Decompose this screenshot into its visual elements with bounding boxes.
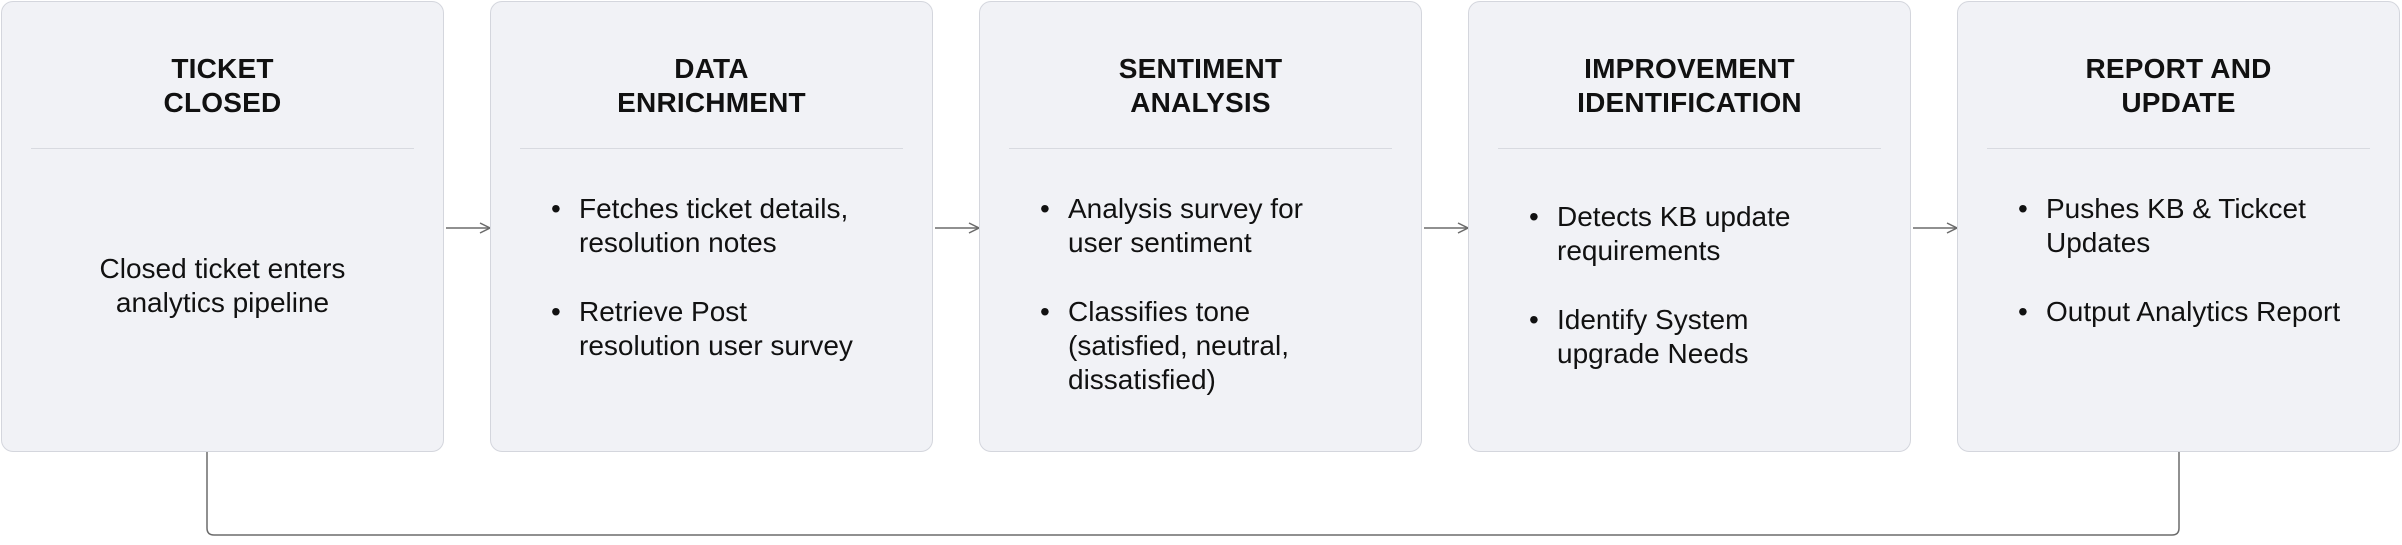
stage-card-data-enrichment: DATA ENRICHMENT Fetches ticket details, … [490, 1, 933, 452]
stage-title: SENTIMENT ANALYSIS [1118, 53, 1283, 118]
stage-description: Closed ticket enters analytics pipeline [99, 253, 346, 318]
stage-card-report-and-update: REPORT AND UPDATE Pushes KB & Tickcet Up… [1957, 1, 2400, 452]
stage-divider [31, 148, 414, 149]
stage-bullet-list: Pushes KB & Tickcet Updates Output Analy… [1958, 192, 2399, 329]
stage-title: REPORT AND UPDATE [2085, 53, 2272, 118]
bullet-item: Detects KB update requirements [1469, 200, 1910, 268]
stage-divider [1009, 148, 1392, 149]
stage-divider [520, 148, 903, 149]
stage-title: IMPROVEMENT IDENTIFICATION [1577, 53, 1802, 118]
bullet-item: Retrieve Post resolution user survey [491, 295, 932, 363]
bullet-item: Identify System upgrade Needs [1469, 303, 1910, 371]
stage-divider [1498, 148, 1881, 149]
stage-card-improvement-identification: IMPROVEMENT IDENTIFICATION Detects KB up… [1468, 1, 1911, 452]
bullet-item: Classifies tone (satisfied, neutral, dis… [980, 295, 1421, 397]
stage-title: TICKET CLOSED [163, 53, 282, 118]
stage-card-ticket-closed: TICKET CLOSED Closed ticket enters analy… [1, 1, 444, 452]
bullet-item: Output Analytics Report [1958, 295, 2399, 329]
stage-bullet-list: Detects KB update requirements Identify … [1469, 200, 1910, 371]
stage-bullet-list: Fetches ticket details, resolution notes… [491, 192, 932, 363]
stage-divider [1987, 148, 2370, 149]
bullet-item: Pushes KB & Tickcet Updates [1958, 192, 2399, 260]
feedback-loop-line [206, 452, 2180, 536]
bullet-item: Fetches ticket details, resolution notes [491, 192, 932, 260]
bullet-item: Analysis survey for user sentiment [980, 192, 1421, 260]
stage-title: DATA ENRICHMENT [617, 53, 806, 118]
stage-card-sentiment-analysis: SENTIMENT ANALYSIS Analysis survey for u… [979, 1, 1422, 452]
stage-bullet-list: Analysis survey for user sentiment Class… [980, 192, 1421, 397]
